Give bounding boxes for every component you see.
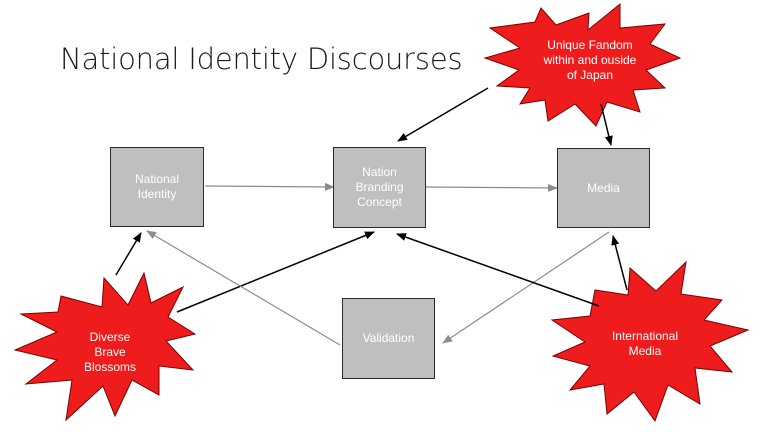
burst-diverse-line3: Blossoms [83, 359, 136, 374]
burst-unique-fandom-label: Unique Fandom within and ouside of Japan [520, 30, 660, 90]
arrow-identity-to-branding [204, 182, 335, 191]
burst-unique-fandom-line2: within and ouside [543, 52, 637, 67]
burst-unique-fandom [483, 2, 682, 127]
burst-international-media [550, 260, 750, 423]
slide-title: National Identity Discourses [60, 42, 463, 76]
burst-unique-fandom-line3: of Japan [566, 67, 614, 82]
burst-diverse-line1: Diverse [89, 329, 131, 344]
burst-intl-media-line1: International [611, 329, 679, 343]
node-nation-branding-line3: Concept [357, 195, 402, 209]
burst-diverse-line2: Brave [94, 344, 126, 359]
node-media[interactable]: Media [557, 148, 650, 228]
node-validation[interactable]: Validation [342, 298, 435, 379]
node-nation-branding-line1: Nation [362, 165, 397, 179]
node-validation-label: Validation [362, 331, 415, 345]
node-national-identity-line1: National [134, 172, 180, 186]
node-nation-branding-concept[interactable]: Nation Branding Concept [333, 147, 426, 228]
node-nation-branding-line2: Branding [355, 180, 404, 194]
burst-diverse-brave-blossoms-label: Diverse Brave Blossoms [65, 320, 155, 384]
node-media-label: Media [587, 180, 620, 195]
burst-intl-media-line2: Media [628, 344, 662, 358]
arrow-branding-to-media [425, 183, 558, 192]
burst-unique-fandom-line1: Unique Fandom [547, 37, 633, 52]
arrow-intlmedia-to-media [611, 235, 628, 291]
burst-international-media-label: International Media [590, 322, 700, 366]
arrow-fandom-to-media [600, 103, 613, 146]
arrow-fandom-to-branding [397, 87, 489, 142]
arrow-validation-to-identity [146, 230, 341, 346]
arrow-intlmedia-to-branding [396, 233, 600, 307]
node-national-identity-line2: Identity [137, 187, 177, 201]
node-national-identity[interactable]: National Identity [110, 147, 204, 227]
arrow-blossoms-to-identity [115, 232, 142, 276]
burst-diverse-brave-blossoms [13, 271, 197, 422]
arrow-media-to-validation [442, 231, 610, 344]
arrow-blossoms-to-branding [176, 231, 375, 313]
